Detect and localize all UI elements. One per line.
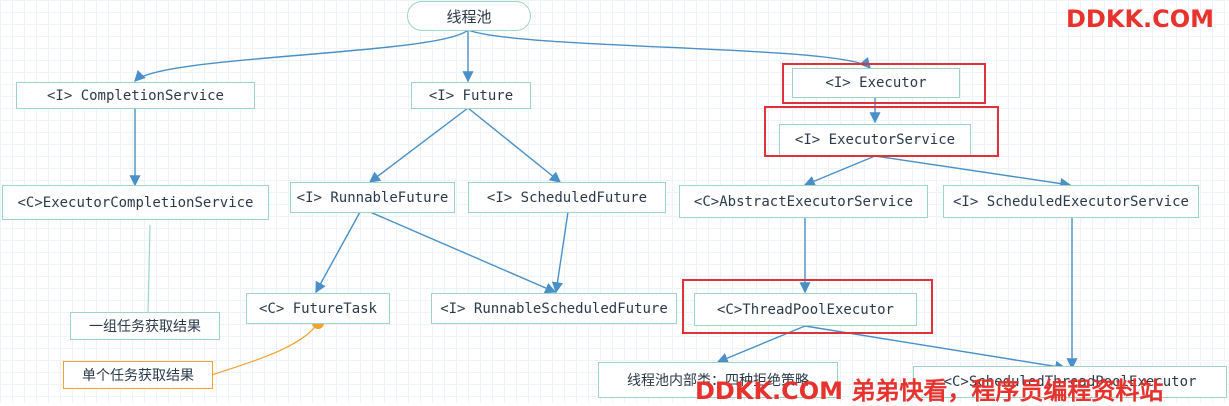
edge-runnablefuture-futuretask — [315, 211, 361, 294]
connector-single-note — [211, 322, 319, 376]
node-runnable-scheduled-future[interactable]: <I> RunnableScheduledFuture — [431, 293, 677, 324]
node-executor[interactable]: <I> Executor — [792, 68, 960, 98]
note-group-result[interactable]: 一组任务获取结果 — [70, 312, 220, 340]
note-rejection-policies[interactable]: 线程池内部类：四种拒绝策略 — [598, 362, 838, 398]
edge-executorservice-abstract — [803, 155, 876, 187]
node-completion-service[interactable]: <I> CompletionService — [16, 82, 255, 109]
connector-group-note — [147, 224, 151, 313]
edge-runnablefuture-rsf — [369, 211, 557, 294]
node-scheduled-executor-service[interactable]: <I> ScheduledExecutorService — [943, 185, 1199, 218]
edge-scheduledfuture-rsf — [551, 211, 569, 294]
node-thread-pool-executor[interactable]: <C>ThreadPoolExecutor — [694, 293, 917, 326]
watermark-top: DDKK.COM — [1066, 5, 1215, 33]
highlight-executor-service — [764, 106, 999, 157]
node-scheduled-thread-pool-executor[interactable]: <C>ScheduledThreadPoolExecutor — [913, 366, 1227, 398]
edge-future-runnablefuture — [368, 107, 469, 183]
node-future[interactable]: <I> Future — [411, 82, 531, 109]
note-single-result[interactable]: 单个任务获取结果 — [63, 361, 213, 389]
edge-executorservice-scheduled — [874, 155, 1072, 190]
highlight-executor — [782, 63, 986, 104]
node-future-task[interactable]: <C> FutureTask — [246, 293, 390, 324]
edge-root-executor — [467, 29, 871, 70]
edge-future-scheduledfuture — [467, 107, 562, 183]
edge-root-completionservice — [134, 29, 469, 83]
node-scheduled-future[interactable]: <I> ScheduledFuture — [468, 182, 666, 213]
highlight-thread-pool-executor — [682, 279, 933, 334]
node-runnable-future[interactable]: <I> RunnableFuture — [290, 182, 455, 213]
node-executor-completion-service[interactable]: <C>ExecutorCompletionService — [2, 185, 269, 220]
root-node-thread-pool[interactable]: 线程池 — [407, 1, 531, 31]
watermark-bottom: DDKK.COM 弟弟快看，程序员编程资料站 — [695, 377, 1164, 405]
node-abstract-executor-service[interactable]: <C>AbstractExecutorService — [679, 185, 928, 218]
